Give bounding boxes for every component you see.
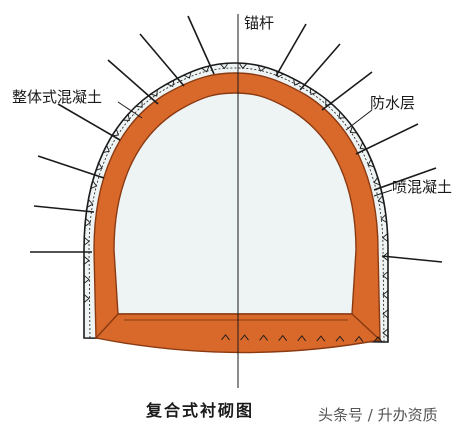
surface-tooth	[83, 236, 90, 246]
surface-tooth	[297, 335, 307, 342]
anchor-bolt	[37, 155, 105, 179]
surface-tooth	[95, 162, 103, 171]
surface-tooth	[219, 62, 229, 70]
shotcrete-layer	[83, 62, 389, 343]
leader-integral-concrete	[117, 101, 143, 119]
surface-tooth	[380, 214, 387, 223]
surface-tooth	[183, 71, 192, 79]
anchor-bolt	[33, 205, 95, 213]
surface-tooth	[84, 217, 91, 227]
surface-tooth	[275, 70, 284, 78]
label-shotcrete: 喷混凝土	[392, 178, 452, 196]
surface-tooth	[102, 145, 110, 153]
surface-tooth	[278, 334, 288, 341]
surface-tooth	[293, 78, 301, 86]
surface-tooth	[325, 98, 333, 106]
anchor-bolt	[107, 59, 159, 105]
anchor-bolt	[381, 255, 443, 263]
diagram-caption: 复合式衬砌图	[145, 401, 254, 420]
anchor-bolts	[30, 15, 443, 263]
label-waterproof-layer: 防水层	[370, 94, 415, 112]
leader-waterproof-layer	[345, 109, 373, 131]
label-integral-concrete: 整体式混凝土	[12, 88, 102, 106]
surface-tooth	[382, 309, 389, 319]
watermark: 头条号 / 升办资质	[318, 406, 438, 424]
surface-tooth	[240, 334, 249, 341]
waterproof-layer-line	[88, 67, 385, 342]
surface-tooth	[83, 294, 90, 303]
anchor-bolt	[57, 103, 121, 141]
surface-tooth	[90, 180, 98, 189]
leader-shotcrete	[373, 189, 393, 197]
surface-tooth	[316, 335, 326, 342]
surface-tooth	[382, 271, 389, 281]
anchor-bolt	[299, 43, 341, 91]
surface-tooth	[150, 89, 158, 97]
anchor-bolt	[373, 167, 437, 191]
surface-tooth	[83, 275, 90, 284]
surface-tooth	[238, 62, 248, 69]
surface-tooth	[354, 335, 364, 342]
surface-tooth	[367, 159, 375, 168]
anchor-bolt	[139, 33, 185, 87]
surface-tooth	[382, 328, 389, 338]
anchor-bolt	[321, 71, 373, 111]
surface-tooth	[259, 334, 268, 341]
surface-tooth	[166, 80, 175, 88]
surface-tooth	[221, 334, 230, 341]
surface-tooth	[349, 126, 357, 134]
surface-tooth	[257, 65, 267, 72]
surface-tooth	[135, 100, 143, 108]
surface-tooth	[377, 195, 385, 205]
label-anchor-bolt: 锚杆	[244, 14, 274, 32]
surface-tooth	[373, 336, 383, 343]
anchor-bolt	[275, 23, 307, 77]
surface-tooth	[111, 128, 119, 137]
surface-tooth	[309, 88, 318, 96]
surface-tooth	[86, 199, 94, 208]
surface-tooth	[335, 335, 345, 342]
integral-concrete-lining	[93, 72, 381, 341]
anchor-bolt	[187, 15, 215, 75]
surface-tooth	[359, 142, 367, 150]
rock-surface-teeth	[83, 62, 389, 343]
surface-tooth	[382, 290, 389, 300]
surface-tooth	[122, 113, 130, 121]
surface-tooth	[201, 65, 210, 73]
surface-tooth	[382, 252, 389, 261]
surface-tooth	[83, 256, 90, 265]
surface-tooth	[382, 233, 389, 242]
surface-tooth	[338, 111, 346, 119]
surface-tooth	[373, 177, 381, 186]
